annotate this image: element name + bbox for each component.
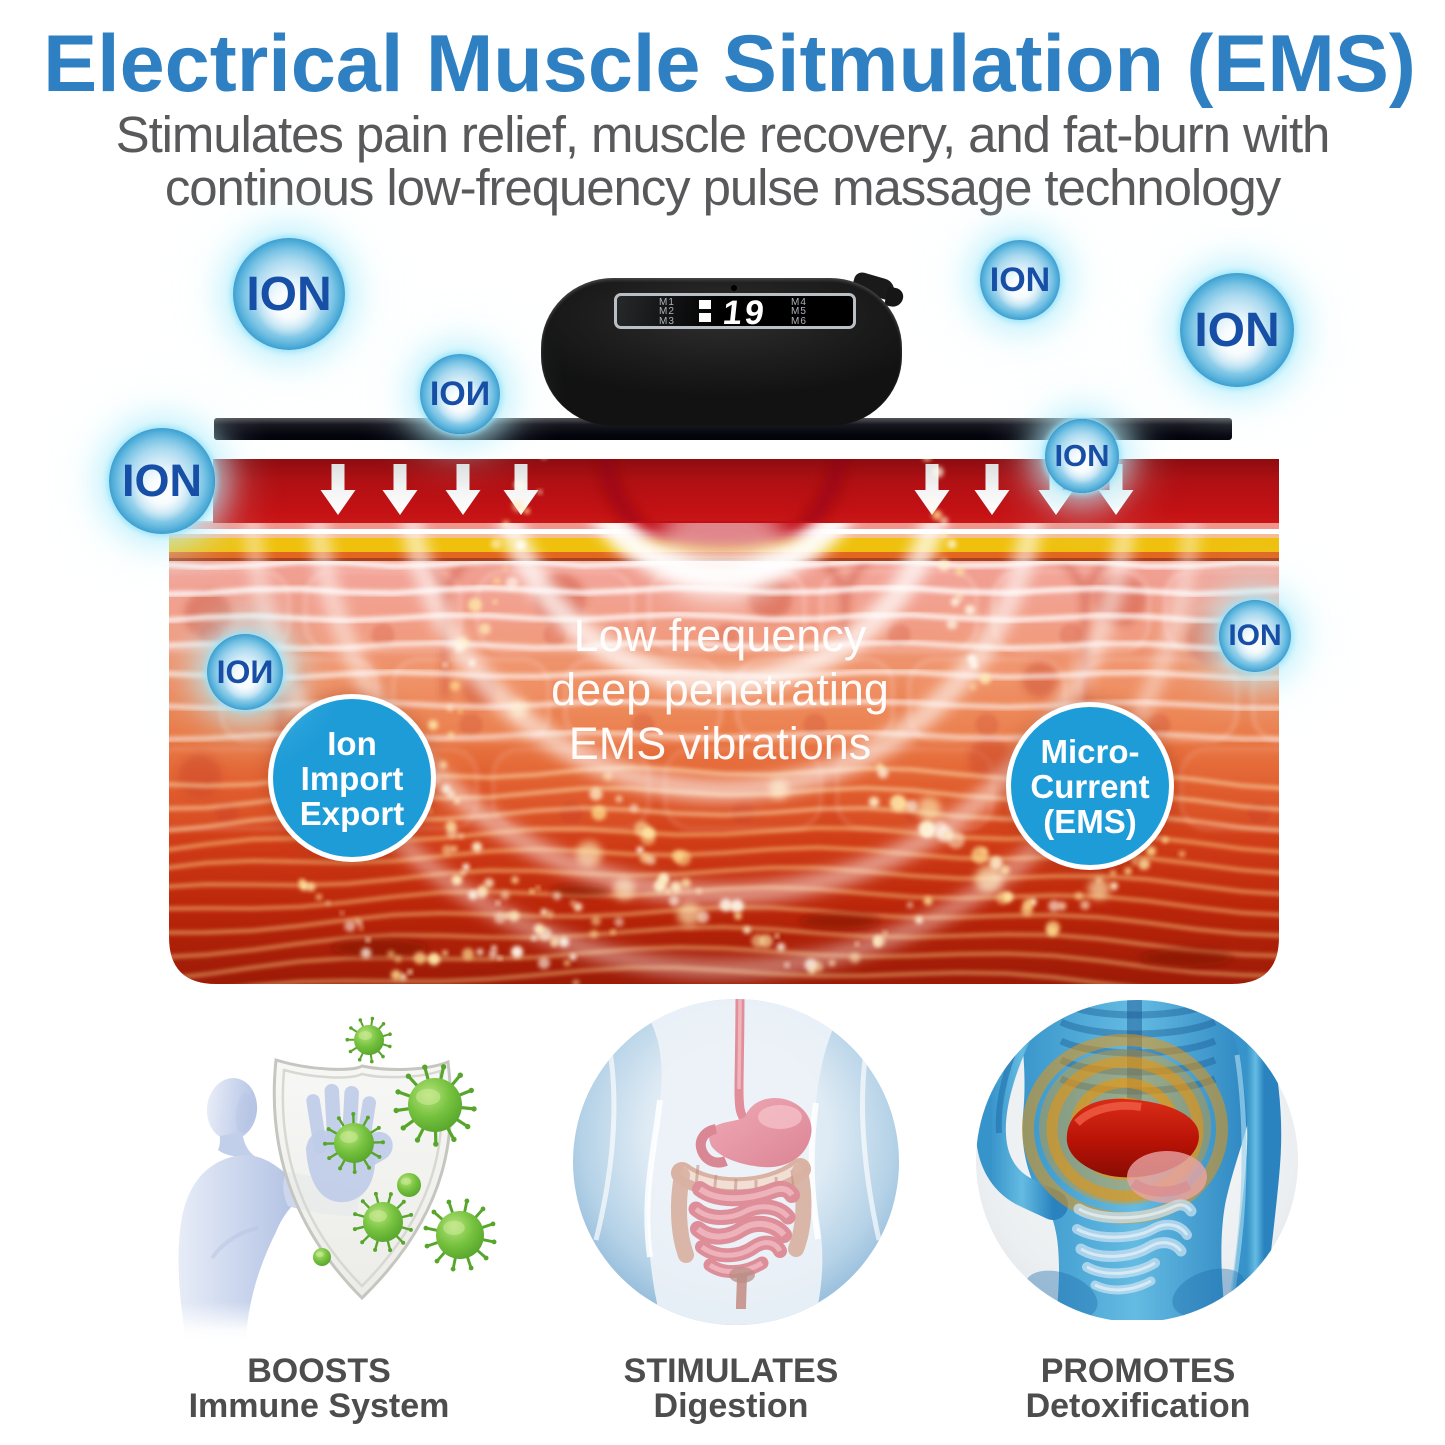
svg-text:deep penetrating: deep penetrating (551, 664, 889, 715)
svg-text:EMS vibrations: EMS vibrations (569, 718, 872, 769)
svg-text:Low frequency: Low frequency (574, 610, 867, 661)
